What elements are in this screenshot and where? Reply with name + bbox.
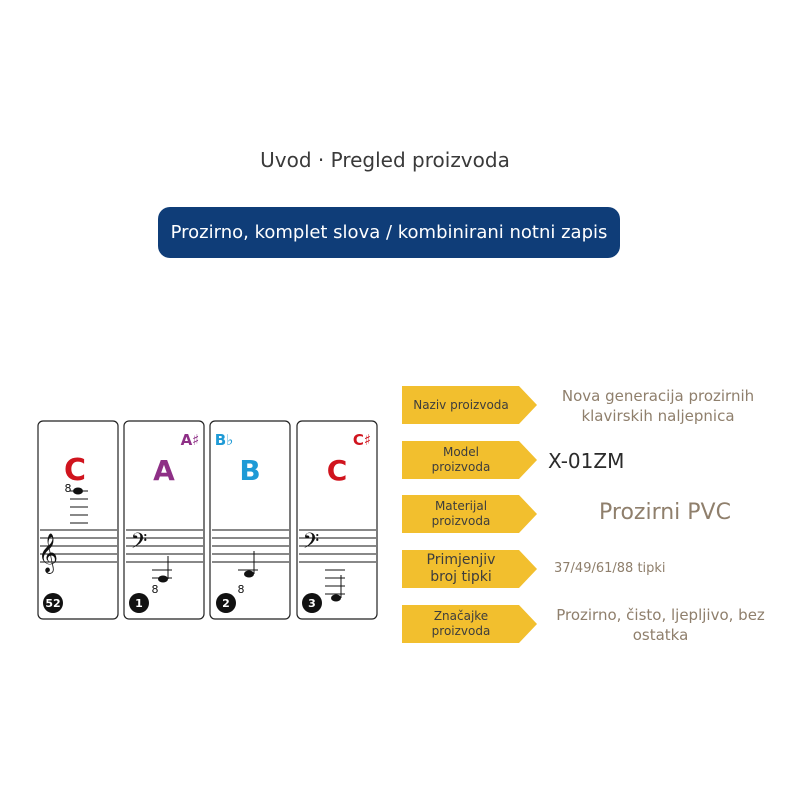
accidental-label: C♯	[353, 431, 371, 449]
spec-value-model: X-01ZM	[548, 449, 625, 473]
note-letter: C	[64, 453, 86, 488]
sticker-card: C♯ C 𝄢 3	[296, 420, 378, 620]
sticker-card: A♯ A 𝄢 8 1	[123, 420, 205, 620]
spec-label-features: Značajke proizvoda	[402, 605, 537, 643]
sticker-card: B♭ B 8 2	[209, 420, 291, 620]
key-number-badge: 2	[222, 597, 230, 610]
key-number-badge: 1	[135, 597, 143, 610]
spec-label-model: Model proizvoda	[402, 441, 537, 479]
subtitle-banner: Prozirno, komplet slova / kombinirani no…	[158, 207, 620, 258]
bass-clef-icon: 𝄢	[303, 529, 320, 559]
note-letter: C	[327, 454, 348, 487]
spec-value-features: Prozirno, čisto, ljepljivo, bez ostatka	[556, 606, 765, 644]
octave-mark: 8	[65, 482, 72, 495]
octave-mark: 8	[152, 583, 159, 596]
accidental-label: A♯	[181, 431, 200, 449]
spec-value-product-name: Nova generacija prozirnih klavirskih nal…	[561, 387, 755, 425]
spec-label-product-name: Naziv proizvoda	[402, 386, 537, 424]
sticker-card: C 8 𝄞 52	[37, 420, 119, 620]
treble-clef-icon: 𝄞	[38, 533, 58, 574]
spec-value-material: Prozirni PVC	[599, 500, 731, 525]
spec-value-key-count: 37/49/61/88 tipki	[554, 561, 666, 576]
key-number-badge: 3	[308, 597, 316, 610]
spec-label-material: Materijal proizvoda	[402, 495, 537, 533]
note-letter: B	[239, 454, 260, 487]
spec-label-key-count: Primjenjiv broj tipki	[402, 550, 537, 588]
note-letter: A	[153, 454, 175, 487]
accidental-label: B♭	[215, 431, 234, 449]
page-title: Uvod · Pregled proizvoda	[260, 148, 510, 172]
octave-mark: 8	[238, 583, 245, 596]
bass-clef-icon: 𝄢	[131, 529, 148, 559]
key-number-badge: 52	[45, 597, 60, 610]
